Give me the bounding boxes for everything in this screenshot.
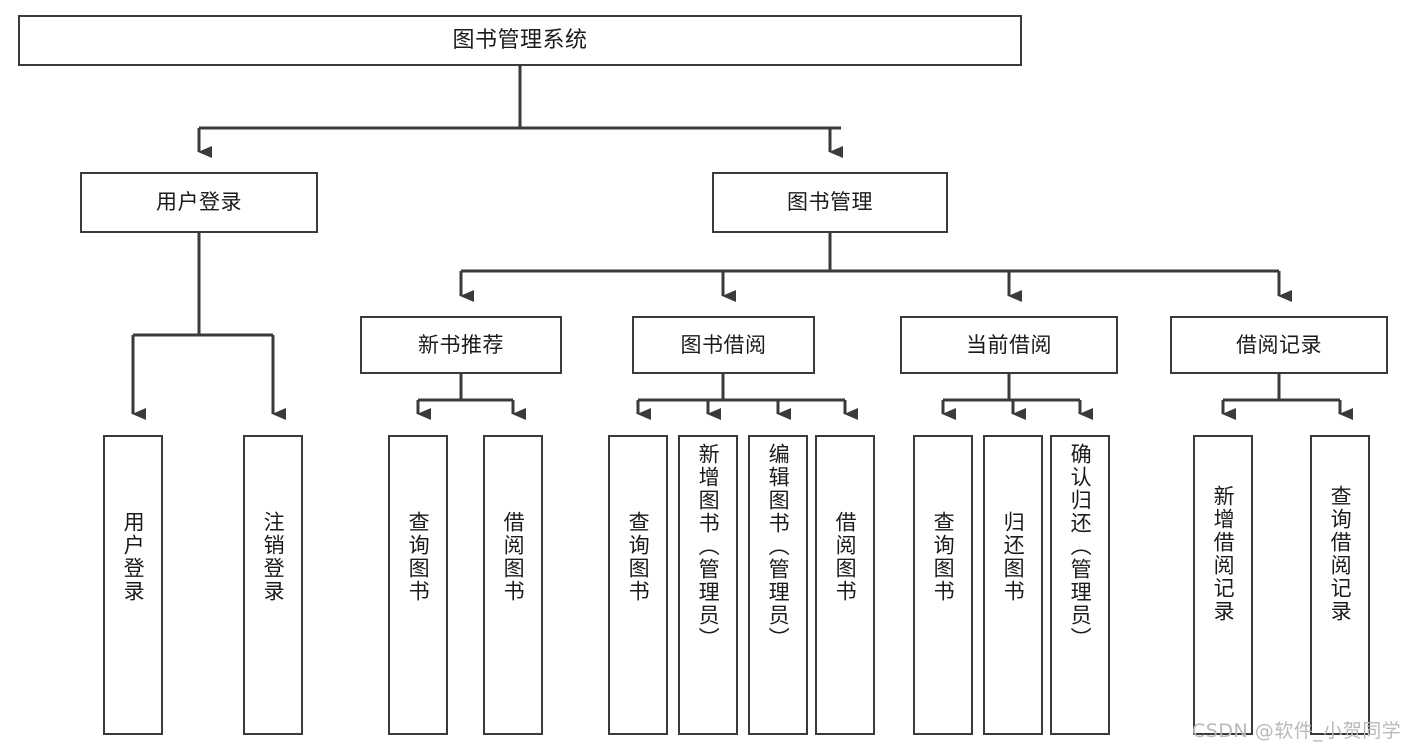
node-current-borrow-label: 当前借阅 <box>966 332 1052 357</box>
node-root-label: 图书管理系统 <box>452 27 588 53</box>
node-leaf-edit-book[interactable]: 编辑图书（管理员） <box>748 435 808 735</box>
node-leaf-return-book-label: 归还图书 <box>1001 511 1026 603</box>
node-root[interactable]: 图书管理系统 <box>18 15 1022 66</box>
node-leaf-confirm-return[interactable]: 确认归还（管理员） <box>1050 435 1110 735</box>
node-leaf-query-book-2-label: 查询图书 <box>626 511 651 603</box>
node-user-login[interactable]: 用户登录 <box>80 172 318 233</box>
node-book-manage[interactable]: 图书管理 <box>712 172 948 233</box>
node-borrow-record-label: 借阅记录 <box>1236 332 1322 357</box>
node-current-borrow[interactable]: 当前借阅 <box>900 316 1118 374</box>
node-new-book-recommend[interactable]: 新书推荐 <box>360 316 562 374</box>
node-leaf-confirm-return-label: 确认归还（管理员） <box>1068 443 1093 650</box>
node-book-manage-label: 图书管理 <box>787 190 873 215</box>
node-leaf-user-login[interactable]: 用户登录 <box>103 435 163 735</box>
node-borrow-record[interactable]: 借阅记录 <box>1170 316 1388 374</box>
node-book-borrow-label: 图书借阅 <box>680 332 767 357</box>
node-leaf-borrow-book-1[interactable]: 借阅图书 <box>483 435 543 735</box>
node-leaf-user-login-label: 用户登录 <box>121 511 146 603</box>
node-leaf-logout-label: 注销登录 <box>261 511 286 603</box>
node-leaf-query-book-1-label: 查询图书 <box>406 511 431 603</box>
node-leaf-query-book-3-label: 查询图书 <box>931 511 956 603</box>
node-leaf-borrow-book-1-label: 借阅图书 <box>501 511 526 603</box>
node-leaf-query-book-2[interactable]: 查询图书 <box>608 435 668 735</box>
node-leaf-borrow-book-2-label: 借阅图书 <box>833 511 858 603</box>
node-leaf-query-record[interactable]: 查询借阅记录 <box>1310 435 1370 735</box>
node-leaf-borrow-book-2[interactable]: 借阅图书 <box>815 435 875 735</box>
node-leaf-return-book[interactable]: 归还图书 <box>983 435 1043 735</box>
node-leaf-query-book-3[interactable]: 查询图书 <box>913 435 973 735</box>
watermark: CSDN @软件_小贺同学 <box>1192 720 1402 742</box>
node-leaf-add-book-label: 新增图书（管理员） <box>696 443 721 650</box>
node-leaf-add-record-label: 新增借阅记录 <box>1211 485 1236 623</box>
node-leaf-add-book[interactable]: 新增图书（管理员） <box>678 435 738 735</box>
node-user-login-label: 用户登录 <box>156 190 242 215</box>
node-book-borrow[interactable]: 图书借阅 <box>632 316 815 374</box>
node-leaf-add-record[interactable]: 新增借阅记录 <box>1193 435 1253 735</box>
node-leaf-query-record-label: 查询借阅记录 <box>1328 485 1353 623</box>
node-leaf-query-book-1[interactable]: 查询图书 <box>388 435 448 735</box>
node-leaf-logout[interactable]: 注销登录 <box>243 435 303 735</box>
node-new-book-recommend-label: 新书推荐 <box>418 332 504 357</box>
node-leaf-edit-book-label: 编辑图书（管理员） <box>766 443 791 650</box>
